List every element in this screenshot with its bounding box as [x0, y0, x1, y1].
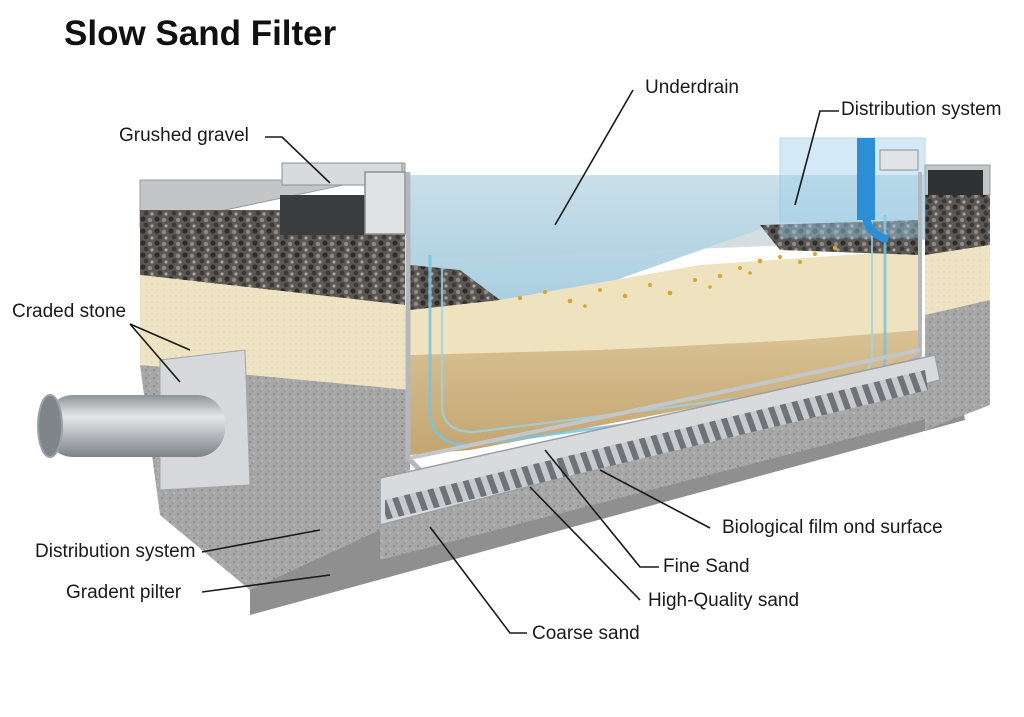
- outlet-pipe: [45, 395, 225, 457]
- outlet-pipe-opening: [37, 394, 63, 458]
- right-channel-box: [928, 170, 983, 195]
- top-channel: [280, 195, 365, 235]
- label-distribution-system-top: Distribution system: [841, 99, 1002, 120]
- underdrain-coil-pipe: [385, 370, 928, 520]
- tank-bottom-lip: [409, 348, 921, 460]
- graded-stone-layer-right: [925, 245, 990, 315]
- top-channel-bracket: [364, 171, 406, 235]
- leader-lines: [129, 89, 839, 634]
- label-graded-stone: Craded stone: [12, 301, 126, 322]
- label-high-quality-sand: High-Quality sand: [648, 590, 799, 611]
- water-body: [410, 175, 925, 330]
- inflow-fitting: [879, 149, 919, 171]
- inflow-blue-pipe: [857, 138, 875, 220]
- biological-film-particles: [517, 245, 838, 308]
- gravel-mound-right: [760, 220, 920, 255]
- label-coarse-sand: Coarse sand: [532, 623, 640, 644]
- page-title: Slow Sand Filter: [64, 14, 337, 53]
- label-fine-sand: Fine Sand: [663, 556, 750, 577]
- inflow-elbow: [862, 214, 890, 244]
- label-distribution-system-left: Distribution system: [35, 541, 196, 562]
- label-biological-film: Biological film ond surface: [722, 517, 943, 538]
- label-gradient-filter: Gradent pilter: [66, 582, 182, 603]
- label-underdrain: Underdrain: [645, 77, 739, 98]
- label-crushed-gravel: Grushed gravel: [119, 125, 249, 146]
- gravel-layer-right: [925, 195, 990, 255]
- gravel-mound-left: [410, 265, 500, 310]
